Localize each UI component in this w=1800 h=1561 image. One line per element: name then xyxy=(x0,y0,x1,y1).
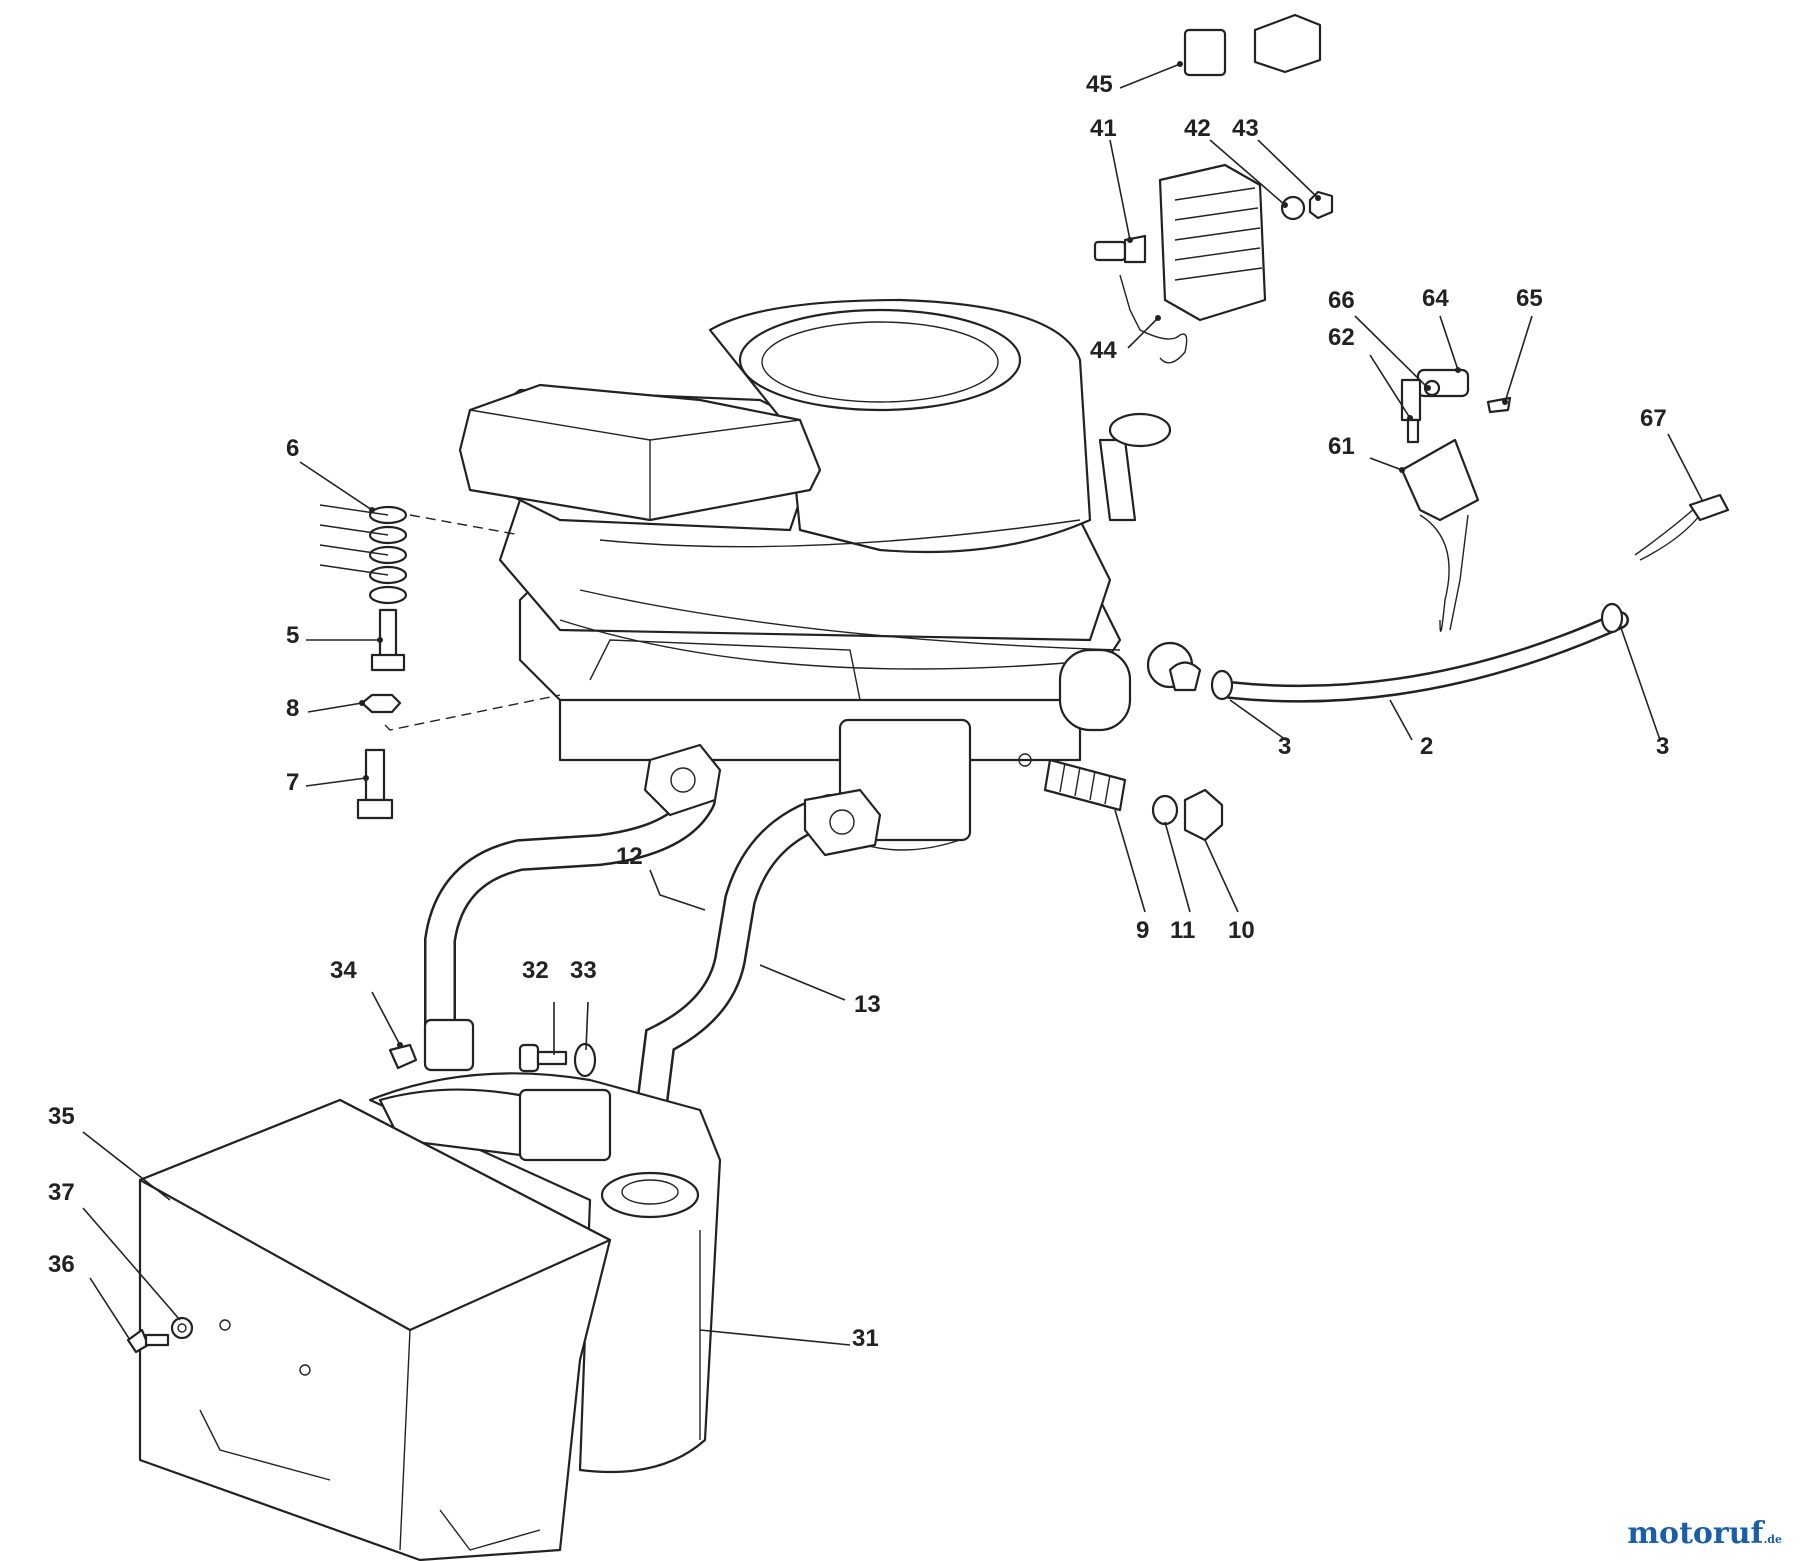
callout-3-right: 3 xyxy=(1656,733,1669,760)
callout-65: 65 xyxy=(1516,285,1543,312)
callout-11: 11 xyxy=(1170,917,1195,944)
fuel-line xyxy=(1168,602,1629,703)
leader-lines xyxy=(82,61,1703,1346)
drain-fittings xyxy=(1043,758,1224,842)
callout-35: 35 xyxy=(48,1103,75,1130)
callout-41: 41 xyxy=(1090,115,1117,142)
bolt-36 xyxy=(126,1316,194,1354)
callout-33: 33 xyxy=(570,957,597,984)
callout-43: 43 xyxy=(1232,115,1259,142)
callout-42: 42 xyxy=(1184,115,1211,142)
choke-cable xyxy=(1634,493,1730,561)
callout-8: 8 xyxy=(286,695,299,722)
callout-64: 64 xyxy=(1422,285,1449,312)
regulator xyxy=(1093,163,1334,364)
callout-67: 67 xyxy=(1640,405,1667,432)
callout-32: 32 xyxy=(522,957,549,984)
callout-2: 2 xyxy=(1420,733,1433,760)
throttle-control xyxy=(1400,368,1512,632)
callout-5: 5 xyxy=(286,622,299,649)
callout-44: 44 xyxy=(1090,337,1117,364)
callout-61: 61 xyxy=(1328,433,1355,460)
washer-stack xyxy=(319,504,521,672)
heat-shield xyxy=(138,1098,612,1561)
callout-36: 36 xyxy=(48,1251,75,1278)
callout-9: 9 xyxy=(1136,917,1149,944)
callout-labels: 45 41 42 43 44 66 64 65 62 61 67 6 5 8 7… xyxy=(48,71,1669,1352)
clip-34 xyxy=(388,1043,418,1070)
bolt-32 xyxy=(518,1042,597,1078)
nut-and-bolt xyxy=(356,693,561,820)
callout-3-left: 3 xyxy=(1278,733,1291,760)
callout-37: 37 xyxy=(48,1179,75,1206)
callout-7: 7 xyxy=(286,769,299,796)
callout-66: 66 xyxy=(1328,287,1355,314)
callout-12: 12 xyxy=(616,843,643,870)
callout-62: 62 xyxy=(1328,324,1355,351)
relay xyxy=(1183,13,1322,77)
muffler xyxy=(368,1072,722,1474)
callout-45: 45 xyxy=(1086,71,1113,98)
motoruf-watermark: motoruf.de xyxy=(1627,1516,1782,1551)
callout-34: 34 xyxy=(330,957,357,984)
callout-31: 31 xyxy=(852,1325,879,1352)
callout-6: 6 xyxy=(286,435,299,462)
callout-10: 10 xyxy=(1228,917,1255,944)
callout-13: 13 xyxy=(854,991,881,1018)
exhaust-pipes xyxy=(423,743,882,1162)
engine xyxy=(458,298,1194,851)
